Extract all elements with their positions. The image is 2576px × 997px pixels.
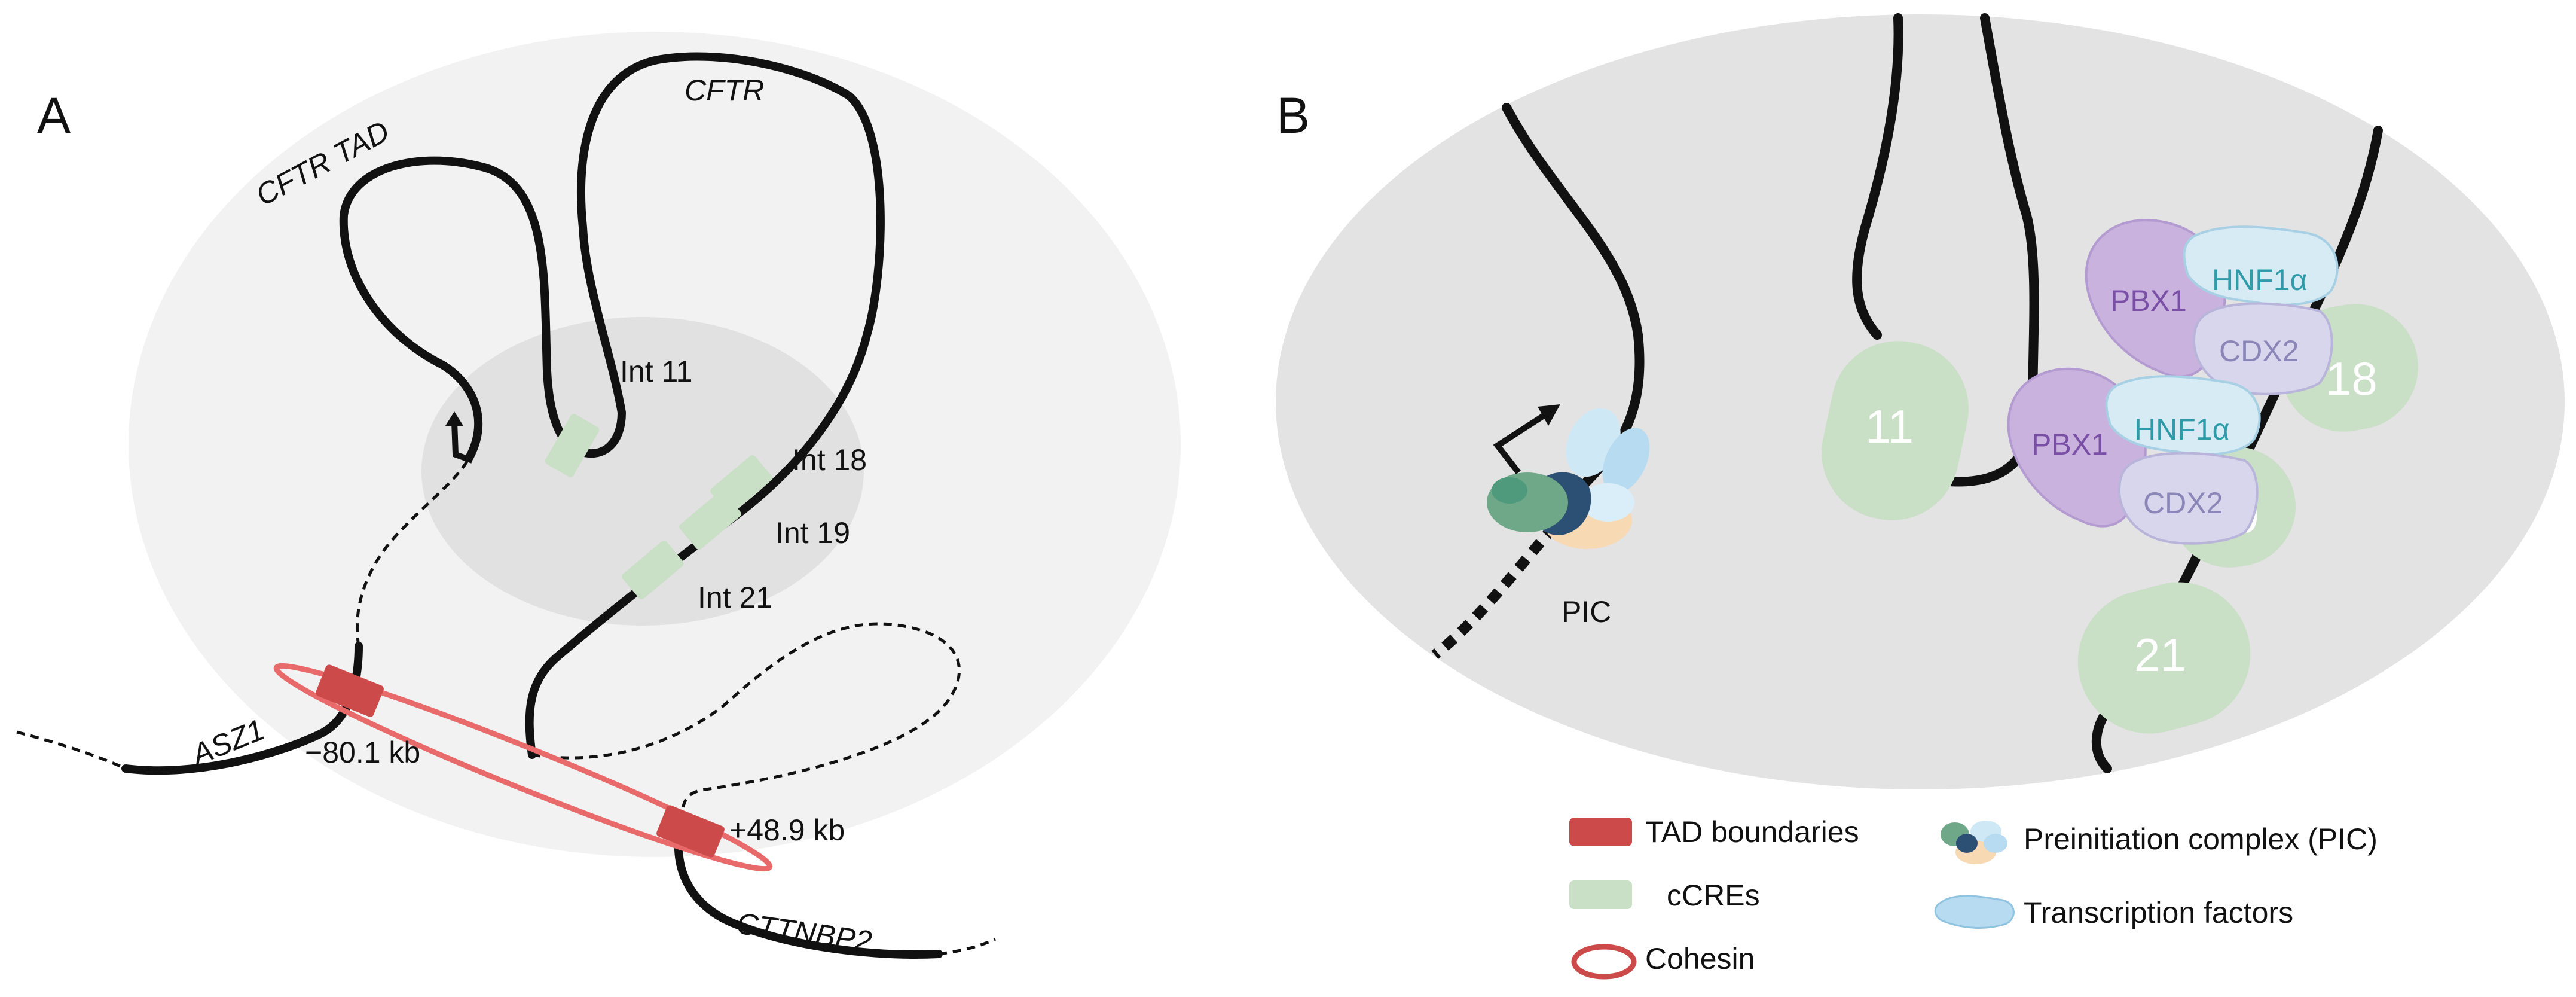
legend-item-transcription-factors: Transcription factors bbox=[1934, 895, 2293, 929]
label-boundary-left: −80.1 kb bbox=[305, 736, 420, 769]
tss-arrowhead-icon bbox=[445, 411, 463, 426]
ccre-11-label: 11 bbox=[1865, 400, 1914, 453]
ccre-int19 bbox=[679, 490, 741, 550]
label-int18: Int 18 bbox=[792, 443, 867, 477]
ccre-swatch bbox=[1569, 880, 1632, 909]
pic-subunit-lightblue-3 bbox=[1582, 483, 1634, 522]
legend-item-cohesin: Cohesin bbox=[1571, 942, 1755, 980]
panel-b: B 11 18 19 21 PBX1 HNF1α CDX2 PBX1 bbox=[1276, 13, 2565, 789]
nucleus-hub bbox=[421, 317, 864, 626]
pic-arrowhead-icon bbox=[1538, 404, 1560, 426]
tad-boundary-swatch bbox=[1569, 818, 1632, 846]
pic-label: PIC bbox=[1562, 595, 1611, 629]
ccre-21-blob bbox=[2077, 582, 2251, 734]
pbx1-upper-label: PBX1 bbox=[2110, 284, 2187, 318]
pbx1-lower-label: PBX1 bbox=[2031, 428, 2108, 461]
pic-subunit-lightblue-2 bbox=[1602, 428, 1650, 493]
tad-boundary-right bbox=[656, 805, 725, 858]
cttnbp2-fiber-dashed bbox=[938, 937, 997, 956]
pic-complex bbox=[1487, 404, 1650, 549]
ccre-18-label: 18 bbox=[2326, 352, 2378, 405]
tad-boundary-left bbox=[316, 664, 384, 717]
pic-icon bbox=[1941, 821, 2007, 864]
transcription-factor-icon bbox=[1934, 895, 2015, 929]
legend-item-pic: Preinitiation complex (PIC) bbox=[1941, 821, 2378, 864]
label-cftr: CFTR bbox=[685, 74, 764, 107]
ccre-11-blob bbox=[1822, 341, 1969, 520]
ccre-int21 bbox=[622, 540, 684, 600]
ccre-int11 bbox=[545, 414, 600, 477]
legend-label-transcription-factors: Transcription factors bbox=[2024, 896, 2293, 929]
pic-subunit-teal bbox=[1492, 477, 1527, 504]
cttnbp2-fiber bbox=[674, 821, 943, 959]
legend-label-pic: Preinitiation complex (PIC) bbox=[2024, 822, 2378, 856]
tad-loop-fiber bbox=[339, 52, 885, 759]
hnf1a-lower bbox=[2105, 375, 2261, 456]
fiber-dashed-lower bbox=[531, 622, 961, 826]
legend-label-ccres: cCREs bbox=[1667, 879, 1760, 912]
label-int19: Int 19 bbox=[775, 516, 850, 550]
legend-label-cohesin: Cohesin bbox=[1645, 942, 1755, 975]
panel-b-letter: B bbox=[1276, 87, 1310, 144]
cdx2-lower-label: CDX2 bbox=[2143, 486, 2223, 520]
label-int21: Int 21 bbox=[698, 581, 772, 614]
label-int11: Int 11 bbox=[620, 355, 692, 388]
label-cttnbp2: CTTNBP2 bbox=[734, 906, 874, 958]
panel-a: A CFTR TAD CFTR ASZ1 CTTNBP2 Int 11 Int … bbox=[16, 32, 1181, 959]
cohesin-ring bbox=[273, 663, 773, 872]
legend-label-tad-boundaries: TAD boundaries bbox=[1645, 815, 1859, 849]
cdx2-lower bbox=[2117, 452, 2259, 545]
tf-complex-upper: PBX1 HNF1α CDX2 bbox=[2085, 219, 2339, 395]
hnf1a-lower-label: HNF1α bbox=[2134, 413, 2229, 446]
hnf1a-upper-label: HNF1α bbox=[2212, 263, 2307, 297]
ccre-21-label: 21 bbox=[2134, 629, 2186, 681]
cdx2-upper bbox=[2192, 302, 2333, 395]
cohesin-ring-icon bbox=[1571, 944, 1637, 980]
asz1-fiber-dashed bbox=[16, 730, 127, 770]
legend-item-tad-boundaries: TAD boundaries bbox=[1569, 815, 1859, 849]
legend: TAD boundaries cCREs Cohesin Preinitiati… bbox=[1569, 815, 2378, 980]
cdx2-upper-label: CDX2 bbox=[2219, 334, 2299, 368]
legend-item-ccres: cCREs bbox=[1569, 879, 1760, 912]
label-boundary-right: +48.9 kb bbox=[729, 813, 845, 847]
promoter-fiber-dotted bbox=[1431, 523, 1559, 660]
tf-complex-lower: PBX1 HNF1α CDX2 bbox=[2007, 367, 2261, 545]
panel-a-letter: A bbox=[37, 87, 71, 144]
tss-arrow-icon bbox=[451, 421, 473, 464]
fiber-dashed-upper bbox=[356, 456, 471, 647]
hnf1a-upper bbox=[2183, 225, 2339, 306]
pic-arrow-icon bbox=[1493, 410, 1550, 475]
